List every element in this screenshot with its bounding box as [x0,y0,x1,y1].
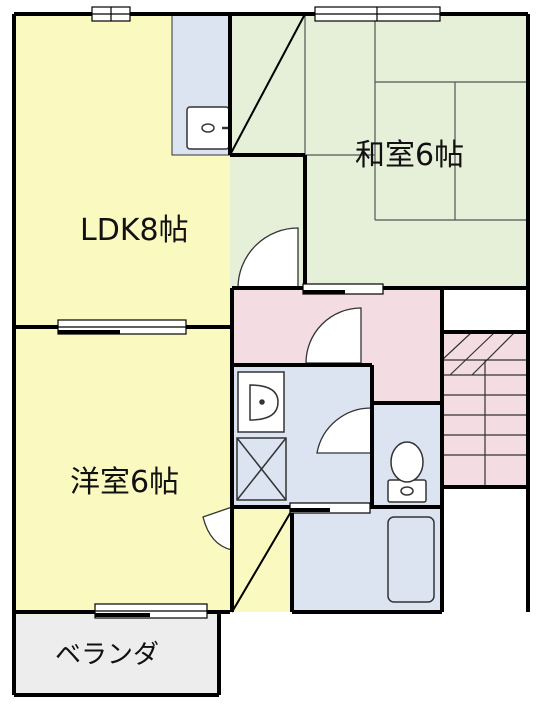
room-label-washitsu: 和室6帖 [355,138,464,173]
window-top-ldk [91,6,131,22]
room-label-ldk: LDK8帖 [80,213,189,248]
bathtub-icon [387,516,435,603]
door-swings [202,227,373,551]
room-label-youshitsu: 洋室6帖 [70,465,179,500]
window-sashes [58,290,345,617]
toilet-icon [387,441,427,503]
veranda-fill [14,612,219,695]
window-top-washitsu [314,6,441,22]
bathroom-fill [292,507,442,612]
fixtures [171,13,435,603]
room-label-veranda: ベランダ [55,640,159,670]
washing-machine-icon [236,437,287,501]
stair-steps [441,331,528,487]
tatami-lines [304,14,528,221]
room-fills [14,14,528,695]
door-hall-wash [305,307,362,364]
